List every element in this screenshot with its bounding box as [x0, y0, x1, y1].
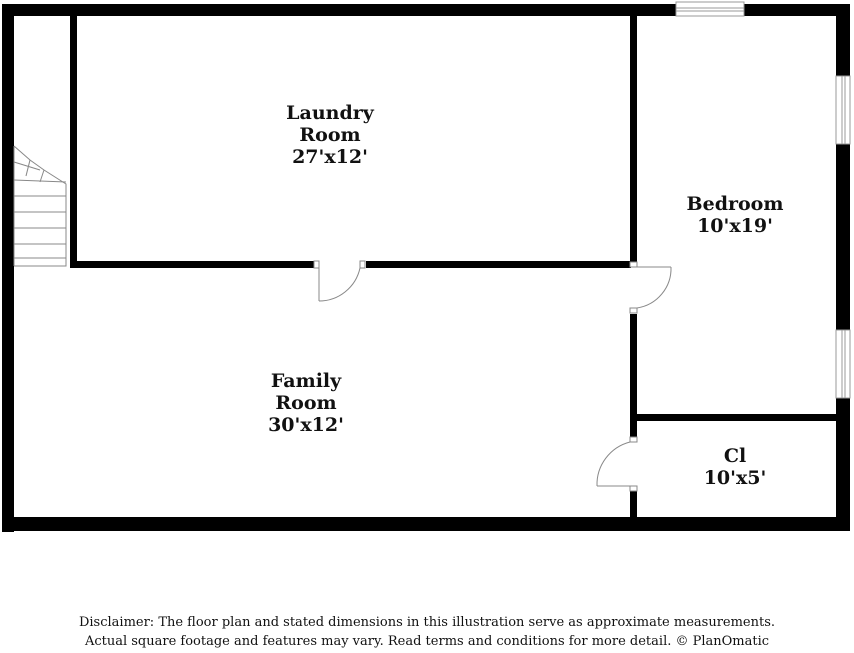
family-name-line1: Family — [270, 370, 342, 392]
top-wall — [2, 4, 850, 16]
floor-plan — [2, 1, 851, 532]
bedroom-name: Bedroom — [686, 193, 784, 215]
bedroom-west-wall-upper — [630, 16, 637, 263]
room-label-bedroom: Bedroom 10'x19' — [655, 193, 815, 237]
closet-dims: 10'x5' — [703, 467, 767, 489]
stairs — [13, 145, 67, 267]
room-label-family: Family Room 30'x12' — [226, 370, 386, 436]
laundry-south-wall-east — [366, 261, 631, 268]
door-jambs — [313, 260, 638, 492]
laundry-name-line1: Laundry — [286, 102, 374, 124]
stair-wall — [70, 16, 77, 268]
window-right-lower — [835, 329, 851, 399]
family-name-line2: Room — [275, 392, 337, 414]
disclaimer-line1: Disclaimer: The floor plan and stated di… — [78, 615, 776, 630]
bedroom-west-wall-lower — [630, 314, 637, 438]
room-label-closet: Cl 10'x5' — [655, 445, 815, 489]
disclaimer: Disclaimer: The floor plan and stated di… — [0, 613, 854, 651]
laundry-dims: 27'x12' — [292, 146, 368, 168]
window-right-upper — [835, 75, 851, 145]
laundry-name-line2: Room — [299, 124, 361, 146]
closet-west-wall-lower — [630, 491, 637, 521]
disclaimer-line2: Actual square footage and features may v… — [84, 634, 770, 649]
room-label-laundry: Laundry Room 27'x12' — [250, 102, 410, 168]
door-bedroom — [636, 266, 672, 309]
closet-name: Cl — [723, 445, 747, 467]
left-wall — [2, 4, 14, 532]
laundry-south-wall-west — [70, 261, 314, 268]
door-closet — [596, 441, 631, 487]
window-top — [675, 1, 745, 17]
bedroom-dims: 10'x19' — [697, 215, 773, 237]
bottom-wall — [2, 517, 840, 531]
family-dims: 30'x12' — [268, 414, 344, 436]
door-laundry — [318, 267, 361, 302]
interior-walls — [70, 16, 840, 521]
closet-north-wall — [630, 414, 840, 421]
